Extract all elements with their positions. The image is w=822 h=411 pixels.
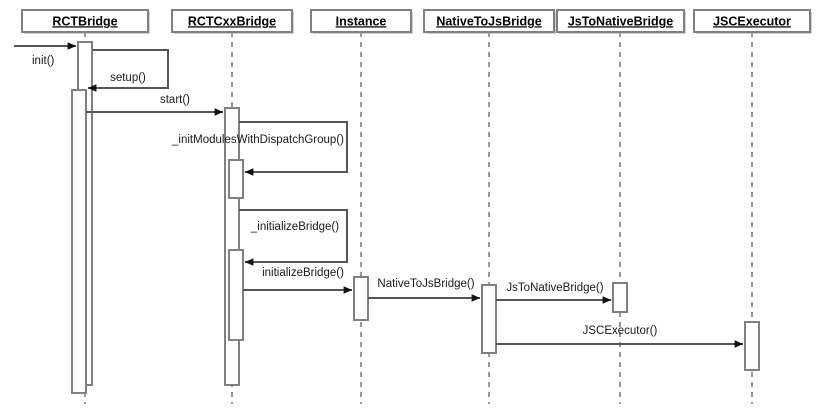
message-initialize-bridge-label: initializeBridge() xyxy=(262,267,344,279)
participant-label-nativetojsbridge: NativeToJsBridge xyxy=(436,14,541,28)
participant-box-instance xyxy=(310,9,412,33)
message-setup-line xyxy=(87,49,169,92)
nativetojsbridge-activation xyxy=(481,284,497,354)
message-setup-label: setup() xyxy=(110,72,146,84)
jstonativebridge-activation xyxy=(612,282,628,313)
participant-header-instance: Instance xyxy=(310,9,413,34)
message-jsc-executor: JSCExecutor() xyxy=(496,325,744,348)
participant-label-rctcxxbridge: RCTCxxBridge xyxy=(188,14,276,28)
participant-label-jscexecutor: JSCExecutor xyxy=(713,14,791,28)
message-native-to-js-bridge: NativeToJsBridge() xyxy=(368,278,481,302)
message-init-label: init() xyxy=(32,55,55,67)
message-native-to-js-bridge-label: NativeToJsBridge() xyxy=(377,278,474,290)
messages-layer: init() setup() start() _initModulesWithDisp… xyxy=(14,42,744,348)
participant-box-nativetojsbridge xyxy=(423,9,555,33)
participant-box-rctbridge xyxy=(21,9,149,33)
participant-label-instance: Instance xyxy=(336,14,387,28)
message-init-modules-with-dispatch-group-line xyxy=(239,121,348,176)
message-init-modules-with-dispatch-group: _initModulesWithDispatchGroup() xyxy=(171,121,348,176)
message-initialize-bridge-private-line xyxy=(239,209,348,266)
lifelines-layer xyxy=(84,32,753,404)
participant-header-rctbridge: RCTBridge xyxy=(21,9,150,34)
participant-headers-layer: RCTBridge RCTCxxBridge Instance NativeToJsB… xyxy=(21,9,812,34)
participant-label-jstonativebridge: JsToNativeBridge xyxy=(568,14,673,28)
rctcxxbridge-activation-2 xyxy=(228,249,244,341)
participant-box-jscexecutor xyxy=(693,9,811,33)
activation-bars-layer xyxy=(71,41,760,394)
message-start: start() xyxy=(86,94,224,116)
message-init-modules-with-dispatch-group-label: _initModulesWithDispatchGroup() xyxy=(171,134,344,146)
message-jsc-executor-label: JSCExecutor() xyxy=(583,325,658,337)
message-init: init() xyxy=(14,42,77,67)
jscexecutor-activation xyxy=(744,321,760,371)
message-initialize-bridge-private: _initializeBridge() xyxy=(239,209,348,266)
message-js-to-native-bridge-label: JsToNativeBridge() xyxy=(506,282,603,294)
participant-header-nativetojsbridge: NativeToJsBridge xyxy=(423,9,556,34)
participant-box-rctcxxbridge xyxy=(171,9,293,33)
participant-header-rctcxxbridge: RCTCxxBridge xyxy=(171,9,294,34)
rctcxxbridge-activation-1 xyxy=(228,159,244,199)
instance-activation xyxy=(353,276,369,321)
message-start-label: start() xyxy=(160,94,190,106)
rctcxxbridge-activation-main xyxy=(224,107,240,386)
message-initialize-bridge-private-label: _initializeBridge() xyxy=(250,221,339,233)
participant-box-jstonativebridge xyxy=(556,9,685,33)
message-js-to-native-bridge: JsToNativeBridge() xyxy=(496,282,612,304)
message-initialize-bridge: initializeBridge() xyxy=(243,267,353,294)
rctbridge-activation-inner xyxy=(71,89,87,394)
message-setup: setup() xyxy=(87,49,169,92)
participant-label-rctbridge: RCTBridge xyxy=(52,14,117,28)
participant-header-jscexecutor: JSCExecutor xyxy=(693,9,812,34)
participant-header-jstonativebridge: JsToNativeBridge xyxy=(556,9,686,34)
